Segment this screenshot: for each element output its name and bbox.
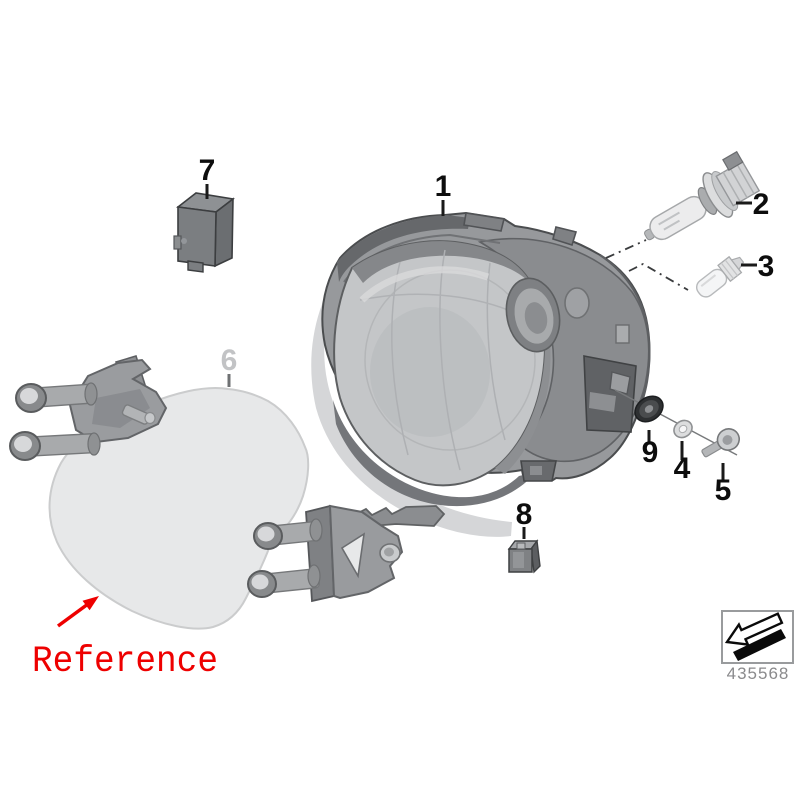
bracket-bolt-d	[247, 564, 321, 598]
part-8-clip	[507, 539, 541, 574]
diagram-code: 435568	[727, 664, 790, 683]
callout-7: 7	[199, 154, 216, 187]
callouts: 1 2 3 4 5 6 7 8 9	[199, 154, 775, 539]
reference-arrowhead	[82, 596, 99, 611]
bracket-peg	[121, 404, 156, 425]
callout-8: 8	[516, 498, 533, 531]
callout-4: 4	[674, 452, 691, 485]
headlight-ghost-outline	[311, 262, 512, 537]
direction-arrow-icon	[724, 612, 786, 661]
part-2-h7-bulb	[644, 150, 761, 241]
part-4-washer	[673, 419, 693, 439]
part-6-lower-bracket	[247, 504, 446, 603]
bulb3-alignment-line	[628, 262, 689, 291]
projector-lens	[505, 277, 590, 353]
bottom-foot-tab	[520, 460, 557, 482]
bracket-bolt-b	[9, 431, 101, 461]
callout-6: 6	[221, 344, 238, 377]
part-1-headlight-assembly	[321, 211, 651, 507]
diagram-footer: 435568	[721, 610, 794, 683]
part-3-wedge-bulb	[695, 255, 745, 298]
part-5-screw	[701, 428, 741, 458]
bracket-bolt-a	[15, 382, 98, 413]
mounting-block	[583, 355, 637, 433]
part-6-upper-bracket	[9, 355, 168, 461]
reference-annotation: Reference	[32, 596, 218, 683]
callout-5: 5	[715, 474, 732, 507]
bulb2-alignment-line	[605, 239, 647, 259]
callout-3: 3	[758, 250, 775, 283]
part-9-grommet	[634, 395, 664, 423]
callout-9: 9	[642, 436, 659, 469]
part-7-control-unit	[173, 192, 235, 273]
reference-arrow	[56, 602, 90, 628]
reference-label: Reference	[32, 641, 218, 683]
callout-2: 2	[753, 188, 770, 221]
bracket-bolt-c	[253, 518, 323, 550]
callout-1: 1	[435, 170, 452, 203]
